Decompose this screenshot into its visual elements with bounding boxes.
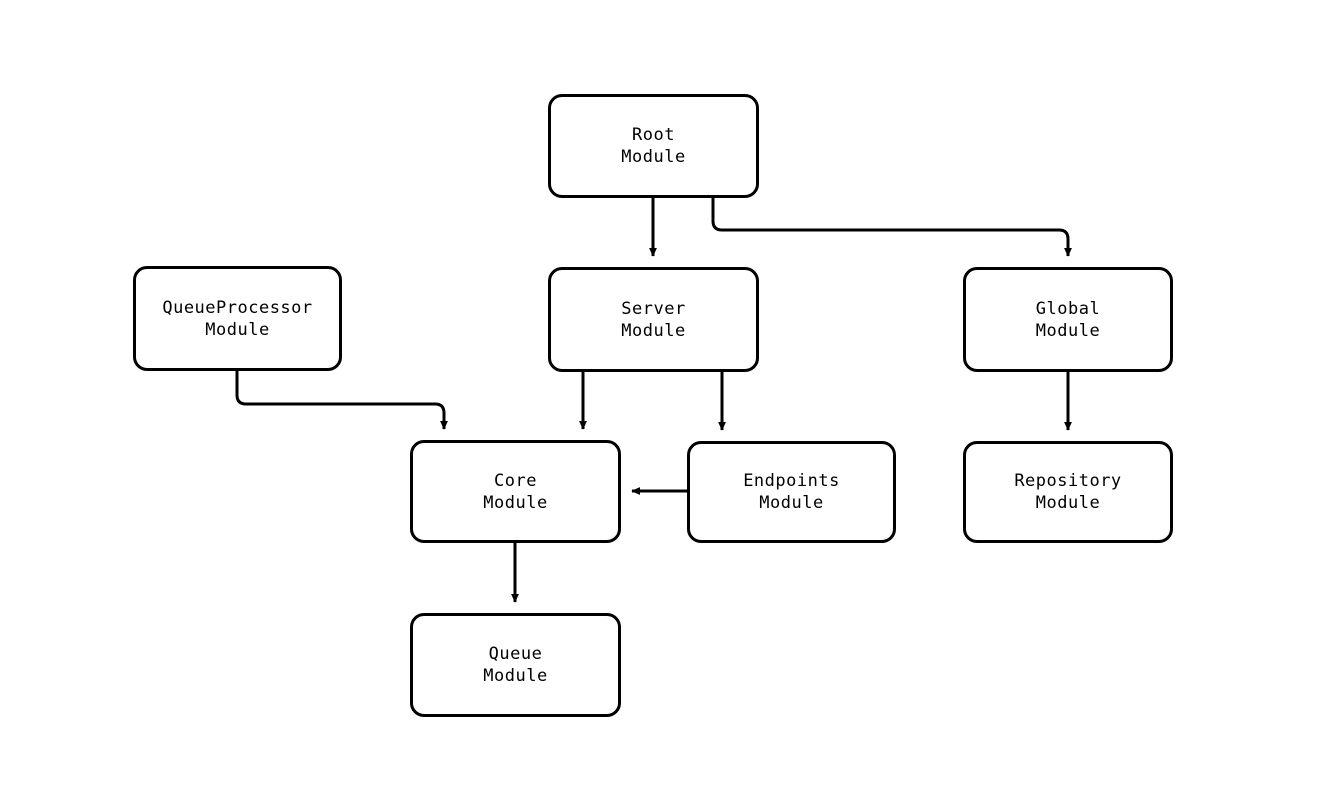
node-queueprocessor-module-line1: QueueProcessor <box>162 297 313 318</box>
node-queue-module[interactable]: Queue Module <box>410 613 621 717</box>
node-server-module-line2: Module <box>621 320 686 341</box>
node-queueprocessor-module[interactable]: QueueProcessor Module <box>133 266 342 371</box>
edge-root-to-global <box>711 198 1072 257</box>
node-queueprocessor-module-line2: Module <box>205 319 270 340</box>
node-endpoints-module-line2: Module <box>759 493 824 513</box>
edge-queueprocessor-to-core <box>235 371 448 430</box>
node-core-module[interactable]: Core Module <box>410 440 621 543</box>
node-root-module-line1: Root <box>632 125 675 145</box>
node-repository-module-line1: Repository <box>1014 471 1122 491</box>
node-global-module-line1: Global <box>1035 298 1101 319</box>
node-repository-module[interactable]: Repository Module <box>963 441 1173 543</box>
node-endpoints-module-line1: Endpoints <box>743 471 840 491</box>
node-root-module[interactable]: Root Module <box>548 94 759 198</box>
node-repository-module-line2: Module <box>1035 493 1101 513</box>
node-server-module[interactable]: Server Module <box>548 267 759 372</box>
node-core-module-line1: Core <box>494 470 537 491</box>
node-core-module-line2: Module <box>483 492 548 513</box>
node-server-module-line1: Server <box>621 298 686 319</box>
node-root-module-line2: Module <box>621 147 686 167</box>
node-global-module[interactable]: Global Module <box>963 267 1173 372</box>
edge-paths <box>235 198 1072 603</box>
node-queue-module-line2: Module <box>483 666 548 686</box>
node-global-module-line2: Module <box>1035 320 1101 341</box>
node-queue-module-line1: Queue <box>488 644 543 664</box>
node-endpoints-module[interactable]: Endpoints Module <box>687 441 896 543</box>
